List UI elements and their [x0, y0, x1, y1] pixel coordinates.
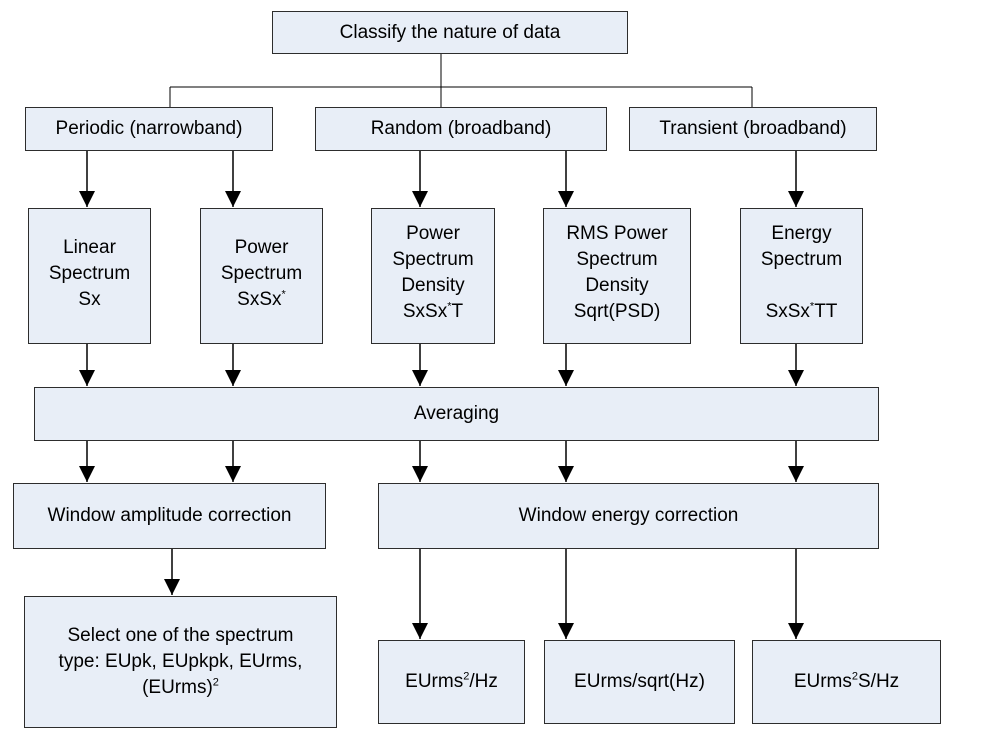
energy-correction-label: Window energy correction — [518, 505, 739, 526]
unit-eurms2-hz-node: EUrms2/Hz — [378, 640, 525, 724]
random-node: Random (broadband) — [315, 107, 607, 151]
energy-line-1: Energy — [771, 223, 832, 244]
power-line-1: Power — [234, 237, 289, 258]
random-label: Random (broadband) — [370, 118, 552, 139]
rms-line-3: Density — [585, 275, 649, 296]
u3-a: EUrms — [793, 671, 852, 692]
energy-formula-a: SxSx — [765, 301, 810, 322]
transient-node: Transient (broadband) — [629, 107, 877, 151]
periodic-node: Periodic (narrowband) — [25, 107, 273, 151]
power-spectrum-node: Power Spectrum SxSx* — [200, 208, 323, 344]
psd-formula-a: SxSx — [402, 301, 448, 322]
u1-a: EUrms — [405, 671, 464, 692]
rms-psd-node: RMS Power Spectrum Density Sqrt(PSD) — [543, 208, 691, 344]
energy-formula-b: TT — [814, 301, 838, 322]
select-formula: (EUrms) — [142, 677, 213, 698]
energy-spectrum-node: Energy Spectrum SxSx*TT — [740, 208, 863, 344]
power-line-3: SxSx* — [237, 287, 286, 313]
select-line-3: (EUrms)2 — [142, 675, 219, 701]
linear-line-1: Linear — [63, 237, 116, 258]
spectrum-type-node: Select one of the spectrum type: EUpk, E… — [24, 596, 337, 728]
periodic-label: Periodic (narrowband) — [55, 118, 243, 139]
rms-line-2: Spectrum — [576, 249, 658, 270]
transient-label: Transient (broadband) — [659, 118, 847, 139]
power-formula: SxSx — [237, 289, 282, 310]
averaging-node: Averaging — [34, 387, 879, 441]
classify-node: Classify the nature of data — [272, 11, 628, 54]
rms-line-1: RMS Power — [566, 223, 668, 244]
power-line-2: Spectrum — [220, 263, 303, 284]
psd-formula-sup: * — [447, 300, 452, 313]
psd-node: Power Spectrum Density SxSx*T — [371, 208, 495, 344]
psd-line-1: Power — [406, 223, 460, 244]
classify-label: Classify the nature of data — [339, 21, 561, 43]
linear-line-2: Spectrum — [48, 263, 131, 284]
rms-line-4: Sqrt(PSD) — [573, 301, 661, 322]
u3-sup: 2 — [851, 670, 858, 683]
psd-formula-b: T — [451, 301, 464, 322]
linear-spectrum-node: Linear Spectrum Sx — [28, 208, 151, 344]
power-formula-sup: * — [281, 288, 286, 301]
amplitude-correction-node: Window amplitude correction — [13, 483, 326, 549]
u1-text: EUrms2/Hz — [405, 669, 498, 695]
energy-correction-node: Window energy correction — [378, 483, 879, 549]
averaging-label: Averaging — [413, 403, 500, 424]
u3-b: S/Hz — [858, 671, 900, 692]
select-line-1: Select one of the spectrum — [67, 625, 294, 646]
amplitude-correction-label: Window amplitude correction — [47, 505, 292, 526]
u2-text: EUrms/sqrt(Hz) — [574, 671, 705, 692]
select-line-2: type: EUpk, EUpkpk, EUrms, — [58, 651, 303, 672]
psd-line-4: SxSx*T — [403, 299, 463, 325]
u1-sup: 2 — [463, 670, 470, 683]
energy-line-2: Spectrum — [760, 249, 843, 270]
unit-eurms2s-hz-node: EUrms2S/Hz — [752, 640, 941, 724]
psd-line-3: Density — [401, 275, 465, 296]
u3-text: EUrms2S/Hz — [794, 669, 899, 695]
energy-formula-sup: * — [809, 300, 815, 313]
linear-line-3: Sx — [78, 289, 101, 310]
psd-line-2: Spectrum — [392, 249, 474, 270]
unit-eurms-sqrthz-node: EUrms/sqrt(Hz) — [544, 640, 735, 724]
energy-line-3: SxSx*TT — [766, 299, 838, 325]
u1-b: /Hz — [469, 671, 498, 692]
select-formula-sup: 2 — [212, 676, 219, 689]
